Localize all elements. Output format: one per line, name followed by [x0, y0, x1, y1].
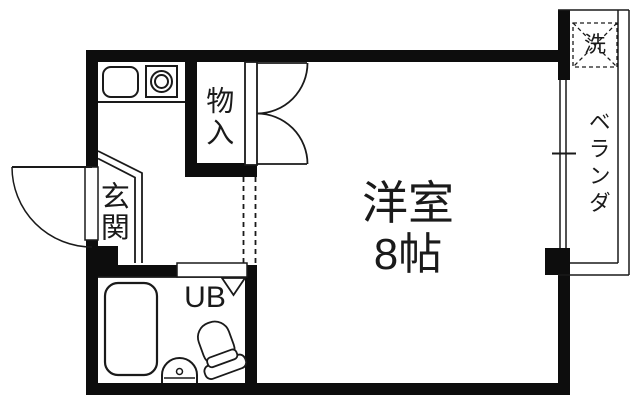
wall-bottom [86, 383, 570, 395]
wall-veranda-junction-block [545, 248, 570, 275]
stove-icon [145, 65, 178, 98]
genkan-step-inner [97, 157, 136, 263]
washbasin [161, 357, 198, 383]
entrance-area [11, 150, 143, 263]
room-label-veranda: ベランダ [585, 110, 611, 218]
washer-diagonal-2 [572, 22, 618, 68]
room-label-entrance: 玄関 [96, 181, 129, 243]
wall-right-upper [558, 10, 570, 80]
stove-burner-outer [150, 70, 173, 93]
entrance-door-swing [11, 166, 93, 248]
veranda-border [558, 9, 630, 276]
room-label-laundry: 洗 [584, 32, 607, 57]
closet-door-panel [244, 61, 258, 166]
room-label-bath: UB [184, 281, 226, 314]
unit-bath [98, 262, 248, 383]
main-room-size: 8帖 [373, 229, 443, 279]
wall-bath-top [86, 265, 177, 277]
wall-top [86, 50, 562, 62]
room-label-closet: 物入 [203, 86, 235, 150]
wall-closet-bottom [185, 163, 257, 177]
wall-closet-left [185, 62, 197, 167]
washer-space [572, 22, 618, 68]
kitchen-sink [102, 66, 139, 98]
wall-left-lower [86, 240, 98, 395]
closet-door-swing-bottom [256, 112, 309, 165]
bathtub [103, 281, 159, 377]
toilet-seat-band [206, 348, 239, 369]
genkan-step-outer [97, 150, 143, 263]
wall-left-upper [86, 50, 98, 167]
main-room-name: 洋室 [362, 177, 454, 229]
kitchen [98, 65, 185, 103]
walls [86, 10, 570, 395]
room-boundary-dashed [242, 177, 257, 265]
closet-door-swing-top [256, 62, 309, 115]
bath-door-swing-triangle [220, 277, 247, 297]
stove-burner-inner [154, 74, 169, 89]
toilet-icon [197, 320, 248, 380]
closet-double-door [244, 61, 309, 166]
window [552, 80, 576, 248]
wall-right-lower [558, 248, 570, 395]
wall-bath-right [245, 265, 257, 395]
room-label-main: 洋室 8帖 [308, 177, 508, 279]
washer-box [572, 22, 618, 68]
washbasin-drain [175, 367, 184, 376]
wall-entrance-corner-block [86, 246, 118, 265]
bath-door-panel [176, 262, 248, 278]
